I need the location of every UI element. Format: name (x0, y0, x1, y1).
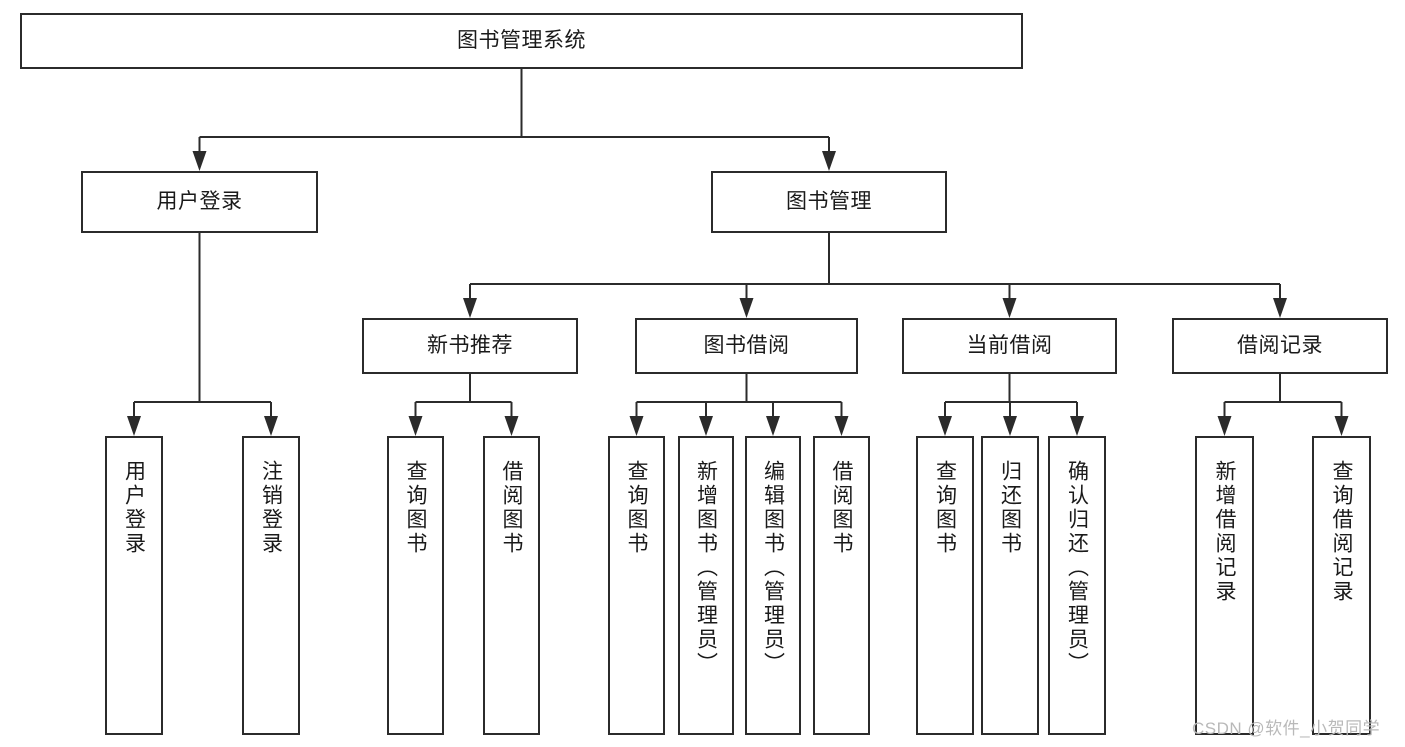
node-borrow-record: 借阅记录 (1172, 318, 1388, 374)
node-label: 图书借阅 (703, 333, 790, 357)
node-leaf-query-book-2: 查询图书 (608, 436, 665, 735)
node-leaf-add-record: 新增借阅记录 (1195, 436, 1254, 735)
node-label: 当前借阅 (966, 333, 1053, 357)
node-label: 图书管理系统 (457, 28, 586, 52)
node-current-borrow: 当前借阅 (902, 318, 1117, 374)
node-label: 借阅图书 (500, 460, 523, 556)
node-label: 借阅图书 (830, 460, 853, 556)
csdn-watermark: CSDN @软件_小贺同学 (1192, 719, 1381, 738)
node-label: 编辑图书（管理员） (761, 460, 785, 676)
node-leaf-query-book-3: 查询图书 (916, 436, 974, 735)
node-new-book-rec: 新书推荐 (362, 318, 578, 374)
node-label: 归还图书 (998, 460, 1022, 556)
node-leaf-query-record: 查询借阅记录 (1312, 436, 1371, 735)
node-user-login: 用户登录 (81, 171, 318, 233)
node-label: 用户登录 (122, 460, 146, 556)
node-leaf-user-login: 用户登录 (105, 436, 163, 735)
node-book-borrow: 图书借阅 (635, 318, 858, 374)
node-label: 新增图书（管理员） (694, 460, 718, 676)
node-label: 新书推荐 (427, 333, 513, 357)
node-label: 新增借阅记录 (1213, 460, 1236, 604)
node-label: 注销登录 (259, 460, 283, 556)
node-label: 借阅记录 (1237, 333, 1323, 357)
node-label: 查询图书 (933, 460, 957, 556)
node-book-manage: 图书管理 (711, 171, 947, 233)
node-label: 查询图书 (625, 460, 648, 556)
node-leaf-query-book-1: 查询图书 (387, 436, 444, 735)
node-leaf-add-book: 新增图书（管理员） (678, 436, 734, 735)
node-label: 确认归还（管理员） (1065, 460, 1089, 676)
node-leaf-return-book: 归还图书 (981, 436, 1039, 735)
node-label: 查询借阅记录 (1330, 460, 1353, 604)
node-leaf-borrow-book-2: 借阅图书 (813, 436, 870, 735)
node-label: 查询图书 (404, 460, 427, 556)
node-root: 图书管理系统 (20, 13, 1023, 69)
node-leaf-logout: 注销登录 (242, 436, 300, 735)
node-leaf-confirm-return: 确认归还（管理员） (1048, 436, 1106, 735)
node-leaf-edit-book: 编辑图书（管理员） (745, 436, 801, 735)
node-label: 用户登录 (156, 189, 243, 213)
node-label: 图书管理 (786, 189, 872, 213)
node-leaf-borrow-book-1: 借阅图书 (483, 436, 540, 735)
